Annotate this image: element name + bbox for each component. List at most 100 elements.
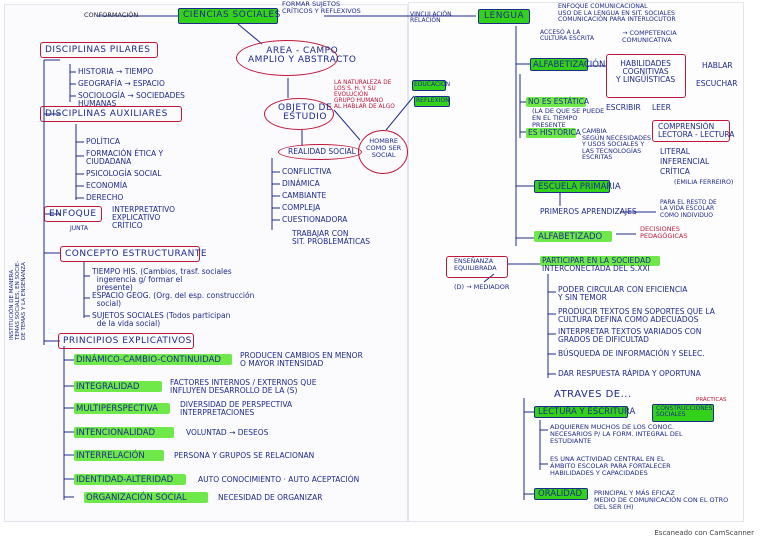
leer-label: LEER	[652, 103, 671, 112]
auxiliares-item-politica: POLÍTICA	[86, 137, 120, 146]
vinculacion-note: VINCULACIÓN RELACIÓN	[410, 11, 452, 25]
oralidad-title: ORALIDAD	[538, 489, 583, 499]
oralidad-text: PRINCIPAL Y MÁS EFICAZ MEDIO DE COMUNICA…	[594, 489, 729, 511]
poder-item-2: INTERPRETAR TEXTOS VARIADOS CON GRADOS D…	[558, 327, 702, 344]
para-el-resto-note: PARA EL RESTO DE LA VIDA ESCOLAR COMO IN…	[660, 199, 717, 219]
participar-highlight	[540, 256, 660, 266]
disciplinas-auxiliares-title: DISCIPLINAS AUXILIARES	[45, 109, 168, 119]
enfoque-items: INTERPRETATIVO EXPLICATIVO CRÍTICO	[112, 205, 176, 230]
principios-box	[58, 333, 194, 349]
participar-label: PARTICIPAR EN LA SOCIEDAD INTERCONECTADA…	[542, 256, 651, 273]
historica-highlight	[526, 128, 576, 138]
junta-label: JUNTA	[70, 225, 88, 232]
escuela-highlight	[534, 180, 610, 193]
principio-1-value: FACTORES INTERNOS / EXTERNOS QUE INFLUYE…	[170, 378, 317, 395]
pilares-item-historia: HISTORIA → TIEMPO	[78, 67, 154, 76]
historica-text: CAMBIA SEGÚN NECESIDADES Y USOS SOCIALES…	[582, 128, 651, 162]
poder-item-0: PODER CIRCULAR CON EFICIENCIA Y SIN TEMO…	[558, 285, 688, 302]
principio-0-value: PRODUCEN CAMBIOS EN MENOR O MAYOR INTENS…	[240, 351, 363, 368]
alfabetizacion-highlight	[530, 58, 588, 71]
principio-6-value: NECESIDAD DE ORGANIZAR	[218, 493, 323, 502]
historica-title: ES HISTÓRICA	[528, 128, 581, 137]
concepto-box	[60, 246, 200, 262]
emilia-note: (EMILIA FERREIRO)	[674, 179, 734, 186]
principio-5-key: IDENTIDAD-ALTERIDAD	[76, 475, 174, 485]
principio-6-highlight	[84, 492, 208, 503]
disciplinas-pilares-title: DISCIPLINAS PILARES	[45, 45, 151, 55]
poder-item-4: DAR RESPUESTA RÁPIDA Y OPORTUNA	[558, 369, 701, 378]
realidad-item-4: CUESTIONADORA	[282, 215, 348, 224]
reflexion-highlight	[414, 96, 450, 107]
educacion-highlight	[412, 80, 446, 91]
principio-0-key: DINÁMICO-CAMBIO-CONTINUIDAD	[76, 355, 221, 365]
poder-item-3: BÚSQUEDA DE INFORMACIÓN Y SELEC.	[558, 349, 705, 358]
concepto-item-sujetos: SUJETOS SOCIALES (Todos participan de la…	[92, 311, 231, 328]
alfabetizado-title: ALFABETIZADO	[538, 232, 603, 242]
left-sheet	[4, 4, 408, 522]
objeto-title: OBJETO DE ESTUDIO	[278, 103, 333, 123]
principio-3-value: VOLUNTAD → DESEOS	[186, 428, 269, 437]
lengua-highlight	[478, 9, 530, 24]
auxiliares-item-economia: ECONOMÍA	[86, 181, 128, 190]
ensenanza-box	[446, 256, 508, 278]
auxiliares-item-formacion: FORMACIÓN ÉTICA Y CIUDADANA	[86, 149, 164, 166]
area-campo-title: AREA - CAMPO AMPLIO Y ABSTRACTO	[248, 46, 357, 66]
principio-4-key: INTERRELACIÓN	[76, 451, 145, 461]
hablar-label: HABLAR	[702, 61, 733, 70]
trabajar-note: TRABAJAR CON SIT. PROBLEMÁTICAS	[292, 229, 371, 246]
alfabetizado-highlight	[534, 231, 612, 242]
hombre-oval	[358, 130, 408, 174]
nivel-literal: LITERAL	[660, 147, 690, 156]
principio-4-highlight	[74, 450, 164, 461]
no-estatica-highlight	[526, 97, 586, 107]
adquieren-text: ADQUIEREN MUCHOS DE LOS CONOC. NECESARIO…	[550, 423, 683, 445]
principio-2-key: MULTIPERSPECTIVA	[76, 404, 158, 414]
principio-4-value: PERSONA Y GRUPOS SE RELACIONAN	[174, 451, 315, 460]
lectura-highlight	[534, 406, 628, 418]
hombre-label: HOMBRE COMO SER SOCIAL	[366, 137, 402, 159]
atraves-title: ATRAVES DE...	[554, 389, 632, 400]
educacion-label: EDUCACIÓN	[414, 81, 451, 88]
reflexion-label: REFLEXIÓN	[416, 97, 450, 104]
no-estatica-text: (LA DE QUE SE PUEDE EN EL TIEMPO PRESENT…	[532, 107, 605, 129]
conformacion-label: CONFORMACIÓN	[84, 11, 139, 19]
lengua-title: LENGUA	[484, 11, 525, 21]
comprension-box	[652, 120, 730, 142]
side-note: INSTITUCIÓN DE MANERA TEMAS SOCIALES, EN…	[9, 260, 27, 340]
pilares-item-sociologia: SOCIOLOGÍA → SOCIEDADES HUMANAS	[78, 91, 185, 108]
principio-1-highlight	[74, 381, 162, 392]
auxiliares-item-psicologia: PSICOLOGÍA SOCIAL	[86, 169, 162, 178]
concepto-item-tiempo: TIEMPO HIS. (Cambios, trasf. sociales in…	[92, 267, 232, 292]
enfoque-box	[44, 206, 102, 222]
realidad-item-2: CAMBIANTE	[282, 191, 327, 200]
acceso-note: ACCESO A LA CULTURA ESCRITA	[540, 29, 595, 43]
construcciones-highlight	[652, 404, 714, 422]
ciencias-sociales-highlight	[178, 8, 278, 24]
principio-1-key: INTEGRALIDAD	[76, 382, 140, 392]
auxiliares-item-derecho: DERECHO	[86, 193, 124, 202]
principio-3-highlight	[74, 427, 174, 438]
principio-0-highlight	[74, 354, 232, 365]
ciencias-sociales-title: CIENCIAS SOCIALES	[183, 10, 281, 20]
comprension-label: COMPRENSIÓN LECTORA - LECTURA	[658, 122, 735, 139]
mediador-label: (D) → MEDIADOR	[454, 283, 510, 291]
scanner-watermark: Escaneado con CamScanner	[654, 529, 754, 537]
nivel-inferencial: INFERENCIAL	[660, 157, 710, 166]
lectura-title: LECTURA Y ESCRITURA	[538, 407, 636, 417]
decisiones-note: DECISIONES PEDAGÓGICAS	[640, 225, 688, 240]
principio-5-highlight	[74, 474, 186, 485]
no-estatica-title: NO ES ESTÁTICA	[528, 97, 589, 106]
formar-sujetos-note: FORMAR SUJETOS CRÍTICOS Y REFLEXIVOS	[282, 0, 361, 15]
nivel-critica: CRÍTICA	[660, 167, 690, 176]
disciplinas-auxiliares-box	[40, 106, 182, 122]
alfabetizacion-title: ALFABETIZACIÓN	[533, 60, 606, 70]
area-campo-oval	[236, 40, 338, 76]
principio-2-highlight	[74, 403, 170, 414]
disciplinas-pilares-box	[40, 42, 158, 58]
realidad-title: REALIDAD SOCIAL	[288, 147, 356, 156]
escuela-title: ESCUELA PRIMARIA	[538, 182, 621, 192]
enfoque-title: ENFOQUE	[49, 209, 97, 219]
ensenanza-label: ENSEÑANZA EQUILIBRADA	[454, 258, 497, 272]
actividad-text: ES UNA ACTIVIDAD CENTRAL EN EL ÁMBITO ES…	[550, 455, 671, 477]
